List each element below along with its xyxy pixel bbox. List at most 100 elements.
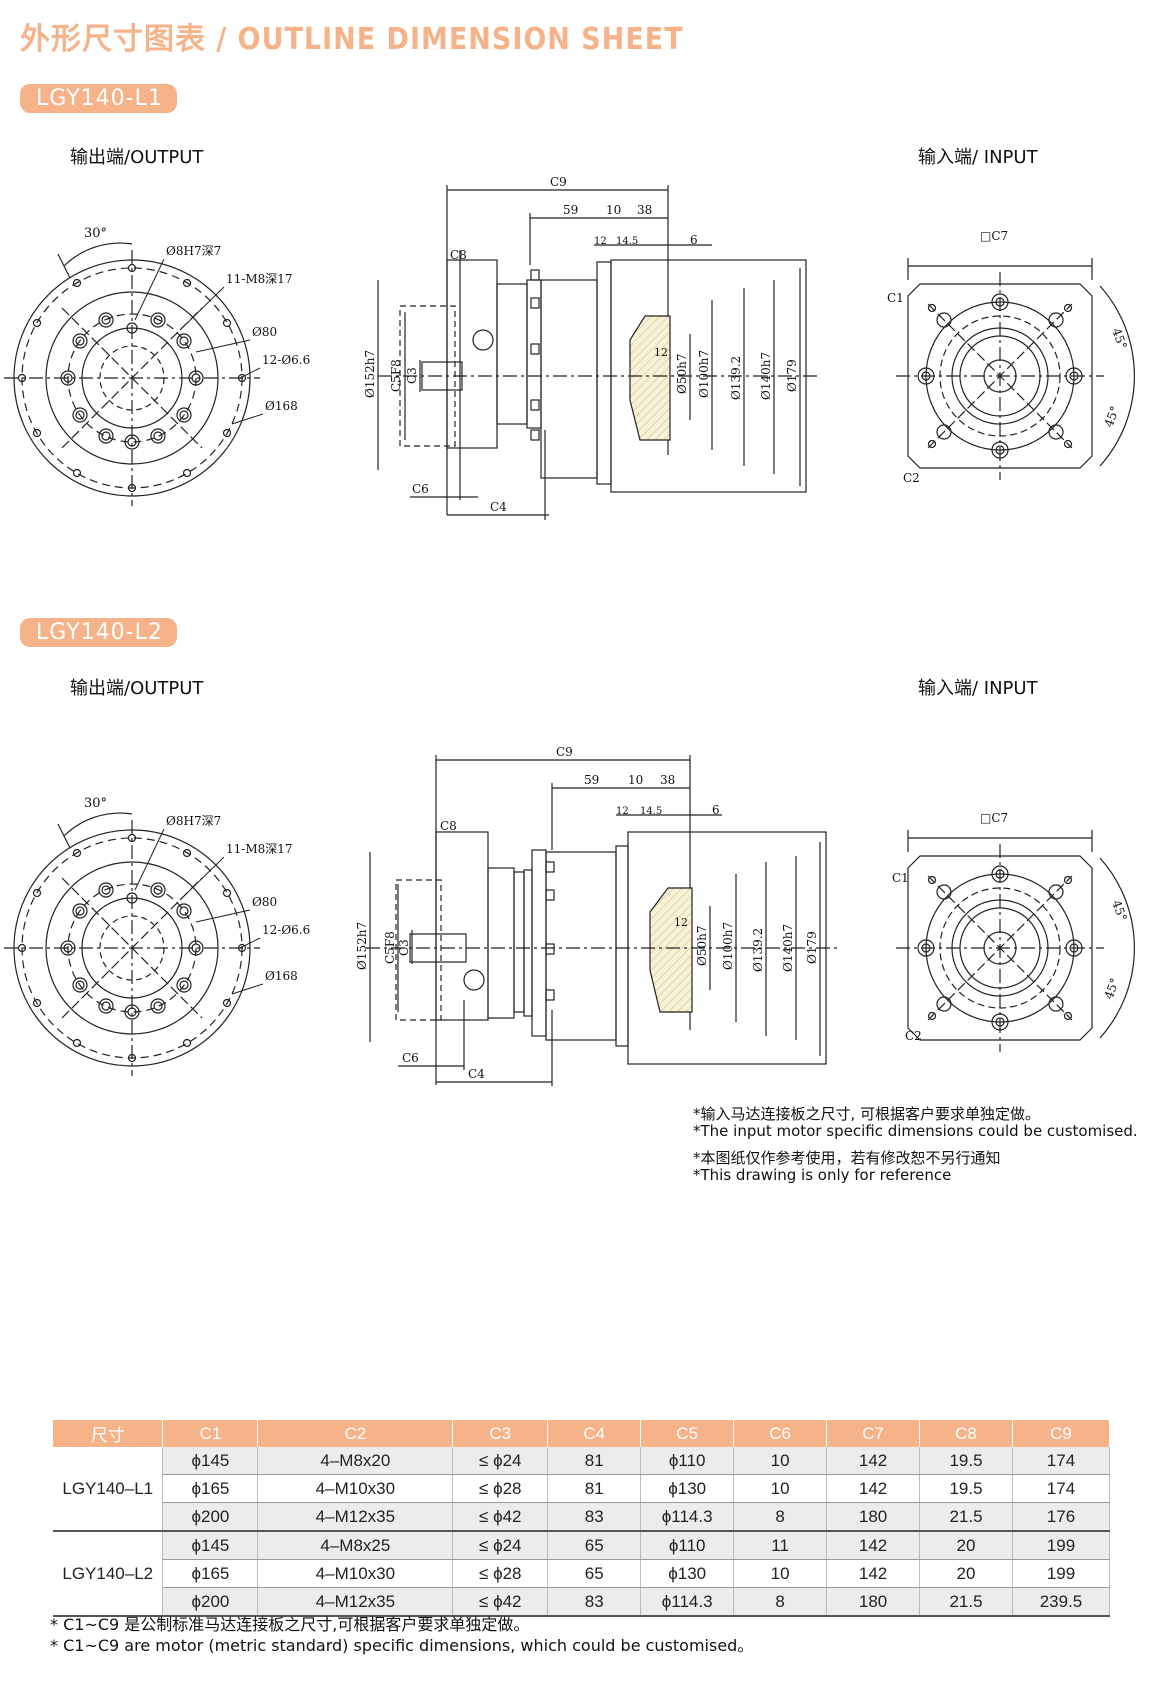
model-badge-l2: LGY140-L2 [20,618,177,647]
table-cell: 180 [826,1587,921,1617]
table-cell: 65 [547,1531,642,1560]
table-cell: 81 [547,1474,642,1503]
dim-c4-l2: C4 [468,1067,485,1081]
dim-d50: Ø50h7 [675,354,689,394]
note-reference-cn: *本图纸仅作参考使用，若有修改恕不另行通知 [693,1149,1001,1167]
table-header-row: 尺寸 C1 C2 C3 C4 C5 C6 C7 C8 C9 [53,1420,1111,1447]
dim-38: 38 [637,203,652,217]
angle-label: 30° [84,226,107,241]
dim-d140-l2: Ø140h7 [781,924,795,972]
table-cell: 21.5 [919,1587,1013,1617]
table-cell: ϕ165 [162,1559,259,1588]
table-cell: 11 [733,1531,828,1560]
dim-c7: □C7 [980,229,1008,243]
table-header: C1 [162,1420,259,1447]
table-cell: ≤ ϕ28 [452,1474,549,1503]
table-cell: 4–M10x30 [257,1474,454,1503]
table-cell: 83 [547,1587,642,1617]
d80-label: Ø80 [252,325,277,339]
dim-c5-l2: C5F8 [383,931,397,964]
table-cell: 19.5 [919,1474,1013,1503]
table-cell: 174 [1012,1447,1111,1475]
dim-d139-l2: Ø139.2 [751,928,765,972]
table-cell: ϕ165 [162,1474,259,1503]
note-custom-en: *The input motor specific dimensions cou… [693,1122,1138,1140]
output-view-label-l1: 输出端/OUTPUT [70,147,204,168]
model-cell: LGY140–L2 [53,1531,164,1617]
table-cell: ϕ114.3 [640,1502,735,1532]
dim-14-5-l2: 14.5 [640,806,662,817]
table-cell: ϕ200 [162,1587,259,1617]
input-face-view-l2: □C7 C1 C2 45° 45° [892,811,1135,1053]
table-cell: ϕ110 [640,1531,735,1560]
dim-12-l2: 12 [616,806,629,817]
table-cell: 8 [733,1587,828,1617]
dim-d179: Ø179 [785,359,799,392]
table-cell: 199 [1012,1531,1111,1560]
dim-12b-l2: 12 [674,916,688,929]
side-view-l1: C9 59 10 38 12 14.5 6 C8 C6 C4 12 Ø152h7… [363,175,820,520]
angle-45a-l2: 45° [1109,898,1129,923]
table-cell: 4–M12x35 [257,1587,454,1617]
pin-hole-label: Ø8H7深7 [166,244,221,258]
table-cell: ϕ110 [640,1447,735,1475]
dim-59-l2: 59 [584,773,599,787]
model-badge-l1: LGY140-L1 [20,84,177,113]
table-cell: ϕ200 [162,1502,259,1532]
dim-d50-l2: Ø50h7 [695,926,709,966]
model-cell: LGY140–L1 [53,1447,164,1532]
table-cell: ≤ ϕ42 [452,1502,549,1532]
table-cell: ϕ130 [640,1559,735,1588]
dim-c6-l2: C6 [402,1051,419,1065]
angle-45b-l2: 45° [1102,976,1122,1001]
side-view-l2: C9 59 10 38 12 14.5 6 C8 C6 C4 12 Ø152h7… [355,745,840,1086]
tapped-hole-label-l2: 11-M8深17 [226,842,293,856]
table-cell: 10 [733,1559,828,1588]
dim-38-l2: 38 [660,773,675,787]
d80-label-l2: Ø80 [252,895,277,909]
angle-45b: 45° [1102,404,1122,429]
table-header: C5 [640,1420,735,1447]
dim-d152-l2: Ø152h7 [355,922,369,970]
note-reference-en: *This drawing is only for reference [693,1166,952,1184]
table-cell: ≤ ϕ42 [452,1587,549,1617]
dim-d100: Ø100h7 [697,350,711,398]
table-header: C4 [547,1420,642,1447]
table-cell: ϕ130 [640,1474,735,1503]
table-cell: ≤ ϕ24 [452,1531,549,1560]
holes-label-l2: 12-Ø6.6 [262,923,310,937]
footnote-cn: * C1~C9 是公制标准马达连接板之尺寸,可根据客户要求单独定做。 [50,1615,530,1634]
table-cell: ϕ114.3 [640,1587,735,1617]
input-view-label-l2: 输入端/ INPUT [918,678,1038,699]
dim-59: 59 [563,203,578,217]
table-header: C2 [257,1420,454,1447]
table-cell: 142 [826,1531,921,1560]
dim-c5: C5F8 [389,359,403,392]
table-cell: ϕ145 [162,1447,259,1475]
dim-10-l2: 10 [628,773,643,787]
table-cell: 142 [826,1447,921,1475]
dim-c8-l2: C8 [440,819,457,833]
dim-12: 12 [594,236,607,247]
dim-c8: C8 [450,248,467,262]
table-cell: 4–M8x20 [257,1447,454,1475]
angle-label-l2: 30° [84,796,107,811]
dim-14-5: 14.5 [616,236,638,247]
dim-6: 6 [690,233,698,247]
dim-c9-l2: C9 [556,745,573,759]
dim-10: 10 [606,203,621,217]
output-face-view-l2: 30° Ø8H7深7 11-M8深17 Ø80 12-Ø6.6 Ø168 [3,796,310,1077]
footnote-en: * C1~C9 are motor (metric standard) spec… [50,1636,754,1655]
output-view-label-l2: 输出端/OUTPUT [70,678,204,699]
pin-hole-label-l2: Ø8H7深7 [166,814,221,828]
dim-c1: C1 [887,291,904,305]
table-header: C3 [452,1420,549,1447]
page-title: 外形尺寸图表 / OUTLINE DIMENSION SHEET [20,22,684,57]
table-cell: 20 [919,1531,1013,1560]
dim-d100-l2: Ø100h7 [721,922,735,970]
